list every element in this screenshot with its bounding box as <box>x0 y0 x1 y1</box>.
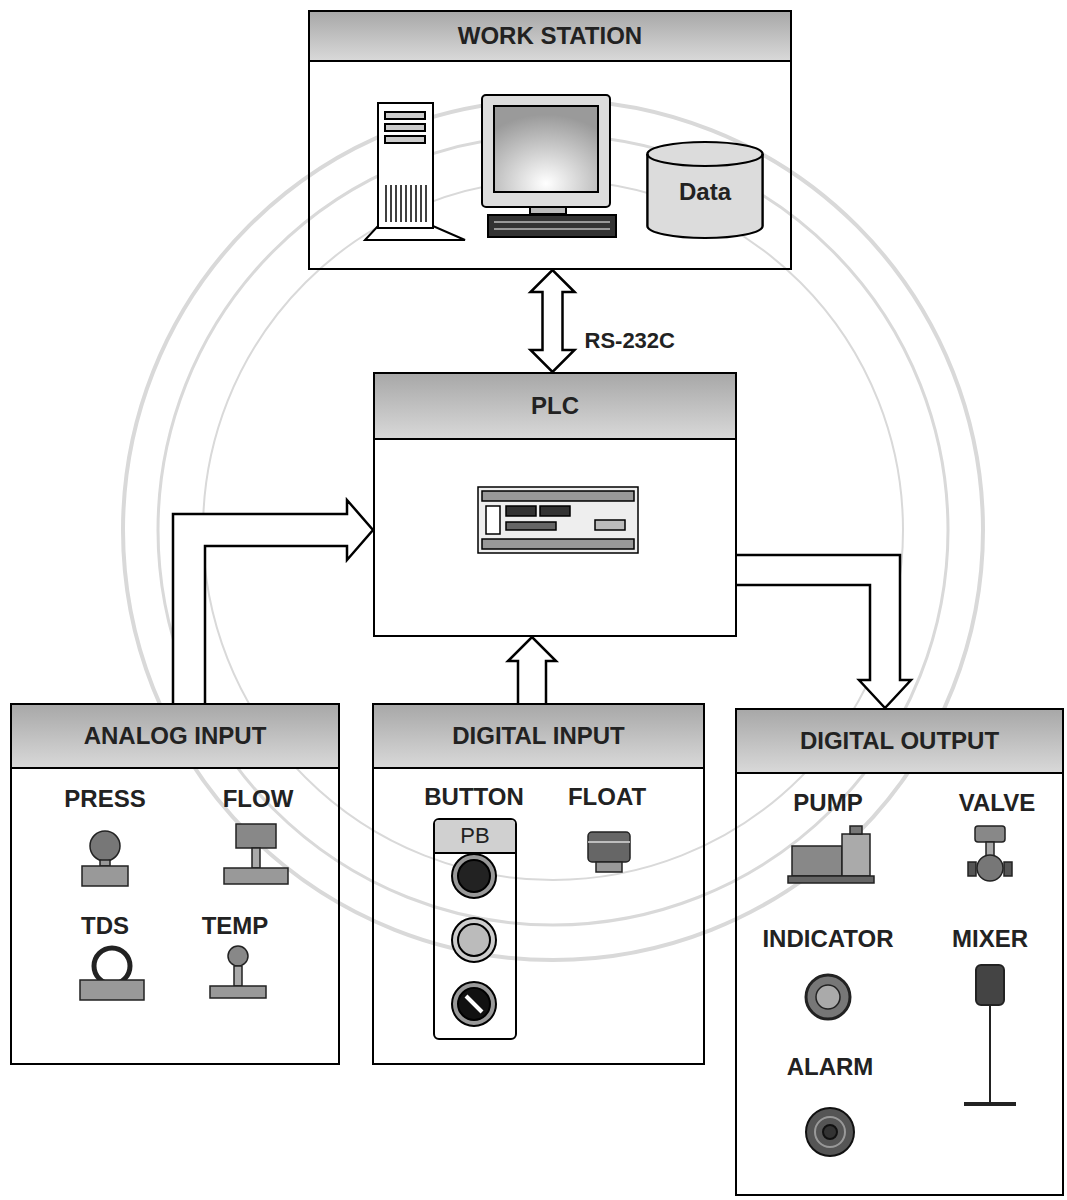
header-band: DIGITAL OUTPUT <box>737 710 1062 774</box>
header-band: PLC <box>375 374 735 440</box>
box-title: PLC <box>525 393 585 419</box>
header-band: PB <box>435 820 515 854</box>
pump-icon <box>788 826 874 883</box>
box-title: PB <box>454 824 495 848</box>
device-label: VALVE <box>959 790 1035 816</box>
plc-box: PLC <box>373 372 737 637</box>
device-label: TDS <box>81 913 129 939</box>
cylinder-rim <box>647 154 762 166</box>
tds-sensor-icon <box>80 948 144 1000</box>
box-title: ANALOG INPUT <box>78 723 273 749</box>
box-text: Data <box>645 178 765 206</box>
box-title: DIGITAL INPUT <box>446 723 630 749</box>
temperature-sensor-icon <box>210 946 266 998</box>
watermark-seal <box>123 100 983 960</box>
push-button-icons <box>452 854 496 1026</box>
device-label: INDICATOR <box>762 926 893 952</box>
monitor <box>482 95 616 237</box>
workstation-box: WORK STATION Data <box>308 10 792 270</box>
header-band: WORK STATION <box>310 12 790 62</box>
data-cylinder: Data <box>645 140 765 240</box>
device-label: PRESS <box>64 786 145 812</box>
device-label: FLOW <box>223 786 294 812</box>
header-band: ANALOG INPUT <box>12 705 338 769</box>
hollow-arrow <box>531 270 575 372</box>
device-label: BUTTON <box>424 784 524 810</box>
device-label: MIXER <box>952 926 1028 952</box>
alarm-icon <box>806 1108 854 1156</box>
hollow-arrow <box>508 637 556 703</box>
device-label: TEMP <box>202 913 269 939</box>
box-title: DIGITAL OUTPUT <box>794 728 1005 754</box>
edge-label: RS-232C <box>583 329 677 353</box>
pressure-sensor-icon <box>82 831 128 886</box>
header-band: DIGITAL INPUT <box>374 705 703 769</box>
float-switch-icon <box>588 832 630 872</box>
indicator-lamp-icon <box>806 975 850 1019</box>
plc-device <box>478 487 638 553</box>
flow-meter-icon <box>224 824 288 884</box>
computer-tower <box>365 103 465 240</box>
device-label: ALARM <box>787 1054 874 1080</box>
valve-icon <box>968 826 1012 881</box>
box-title: WORK STATION <box>452 23 648 49</box>
hollow-arrow <box>737 555 911 708</box>
hollow-arrow <box>173 500 373 703</box>
digital-input-box: DIGITAL INPUT PB <box>372 703 705 1065</box>
device-label: PUMP <box>793 790 862 816</box>
mixer-icon <box>964 965 1016 1104</box>
analog-input-box: ANALOG INPUT <box>10 703 340 1065</box>
device-label: FLOAT <box>568 784 646 810</box>
push-button-panel: PB <box>433 818 517 1040</box>
